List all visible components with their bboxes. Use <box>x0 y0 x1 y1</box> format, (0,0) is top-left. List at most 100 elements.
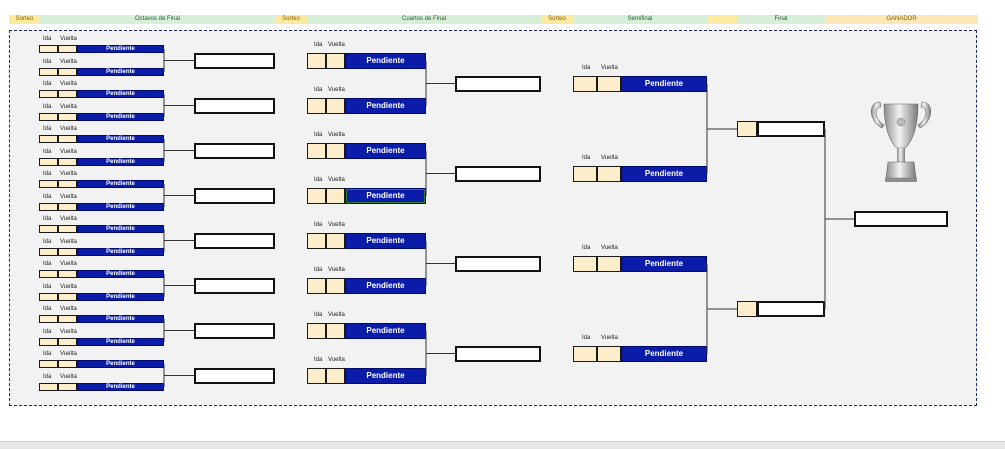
vuelta-score-cell[interactable] <box>58 90 77 98</box>
header-final[interactable]: Final <box>737 15 825 24</box>
vuelta-score-cell[interactable] <box>58 315 77 323</box>
octavos-winner-box[interactable] <box>194 97 275 114</box>
vuelta-score-cell[interactable] <box>58 113 77 121</box>
ida-label: Ida <box>582 155 591 161</box>
team-slot-pending[interactable]: Pendiente <box>345 143 426 159</box>
vuelta-score-cell[interactable] <box>58 248 77 256</box>
header-octavos[interactable]: Octavos de Final <box>40 15 275 24</box>
final-team-box[interactable] <box>757 121 825 137</box>
ida-score-cell[interactable] <box>39 203 58 211</box>
ida-score-cell[interactable] <box>307 323 326 339</box>
ida-score-cell[interactable] <box>307 278 326 294</box>
vuelta-score-cell[interactable] <box>326 233 345 249</box>
ida-score-cell[interactable] <box>307 233 326 249</box>
vuelta-score-cell[interactable] <box>326 323 345 339</box>
ida-score-cell[interactable] <box>573 76 597 92</box>
header-cuartos[interactable]: Cuartos de Final <box>307 15 541 24</box>
team-slot-pending[interactable]: Pendiente <box>345 323 426 339</box>
vuelta-score-cell[interactable] <box>597 256 621 272</box>
vuelta-score-cell[interactable] <box>58 45 77 53</box>
vuelta-score-cell[interactable] <box>58 293 77 301</box>
vuelta-score-cell[interactable] <box>326 98 345 114</box>
header-sorteo-2[interactable]: Sorteo <box>275 15 307 24</box>
team-slot-pending[interactable]: Pendiente <box>345 98 426 114</box>
ida-score-cell[interactable] <box>39 90 58 98</box>
header-blank[interactable] <box>707 15 737 24</box>
vuelta-score-cell[interactable] <box>58 135 77 143</box>
octavos-winner-box[interactable] <box>194 52 275 69</box>
vuelta-score-cell[interactable] <box>58 158 77 166</box>
ida-score-cell[interactable] <box>573 166 597 182</box>
ida-score-cell[interactable] <box>307 188 326 204</box>
vuelta-label: Vuelta <box>60 261 77 267</box>
ida-label: Ida <box>43 306 52 312</box>
ida-score-cell[interactable] <box>39 270 58 278</box>
team-slot-pending[interactable]: Pendiente <box>345 278 426 294</box>
team-slot-pending[interactable]: Pendiente <box>345 368 426 384</box>
ida-score-cell[interactable] <box>39 383 58 391</box>
vuelta-score-cell[interactable] <box>58 270 77 278</box>
vuelta-score-cell[interactable] <box>326 278 345 294</box>
ida-label: Ida <box>43 374 52 380</box>
octavos-winner-box[interactable] <box>194 232 275 249</box>
vuelta-score-cell[interactable] <box>58 225 77 233</box>
octavos-winner-box[interactable] <box>194 367 275 384</box>
ida-label: Ida <box>43 261 52 267</box>
ida-score-cell[interactable] <box>39 158 58 166</box>
ida-score-cell[interactable] <box>39 360 58 368</box>
vuelta-label: Vuelta <box>60 36 77 42</box>
octavos-winner-box[interactable] <box>194 187 275 204</box>
ida-score-cell[interactable] <box>39 68 58 76</box>
horizontal-scrollbar[interactable] <box>0 441 1005 449</box>
vuelta-score-cell[interactable] <box>597 346 621 362</box>
cuartos-winner-box[interactable] <box>455 345 541 362</box>
ida-score-cell[interactable] <box>573 346 597 362</box>
ida-score-cell[interactable] <box>307 368 326 384</box>
ida-score-cell[interactable] <box>573 256 597 272</box>
team-slot-pending[interactable]: Pendiente <box>621 76 707 92</box>
vuelta-score-cell[interactable] <box>58 203 77 211</box>
final-score-cell[interactable] <box>737 121 757 137</box>
ida-score-cell[interactable] <box>307 53 326 69</box>
ida-label: Ida <box>314 267 323 273</box>
champion-box[interactable] <box>854 211 948 227</box>
vuelta-score-cell[interactable] <box>597 76 621 92</box>
ida-score-cell[interactable] <box>39 45 58 53</box>
cuartos-winner-box[interactable] <box>455 255 541 272</box>
vuelta-score-cell[interactable] <box>58 180 77 188</box>
final-score-cell[interactable] <box>737 301 757 317</box>
vuelta-score-cell[interactable] <box>58 360 77 368</box>
vuelta-score-cell[interactable] <box>58 68 77 76</box>
ida-label: Ida <box>43 239 52 245</box>
ida-score-cell[interactable] <box>39 315 58 323</box>
vuelta-score-cell[interactable] <box>58 383 77 391</box>
ida-score-cell[interactable] <box>39 225 58 233</box>
octavos-winner-box[interactable] <box>194 277 275 294</box>
vuelta-label: Vuelta <box>60 216 77 222</box>
ida-score-cell[interactable] <box>307 98 326 114</box>
vuelta-score-cell[interactable] <box>597 166 621 182</box>
vuelta-score-cell[interactable] <box>326 368 345 384</box>
ida-label: Ida <box>43 59 52 65</box>
vuelta-score-cell[interactable] <box>326 188 345 204</box>
ida-score-cell[interactable] <box>307 143 326 159</box>
header-ganador[interactable]: GANADOR <box>825 15 978 24</box>
ida-score-cell[interactable] <box>39 135 58 143</box>
vuelta-score-cell[interactable] <box>326 53 345 69</box>
cuartos-winner-box[interactable] <box>455 165 541 182</box>
vuelta-score-cell[interactable] <box>326 143 345 159</box>
vuelta-score-cell[interactable] <box>58 338 77 346</box>
header-sorteo-1[interactable]: Sorteo <box>9 15 40 24</box>
team-slot-pending[interactable]: Pendiente <box>345 53 426 69</box>
header-sorteo-3[interactable]: Sorteo <box>541 15 573 24</box>
cuartos-winner-box[interactable] <box>455 75 541 92</box>
ida-score-cell[interactable] <box>39 180 58 188</box>
header-semifinal[interactable]: Semifinal <box>573 15 707 24</box>
ida-score-cell[interactable] <box>39 338 58 346</box>
ida-score-cell[interactable] <box>39 248 58 256</box>
octavos-winner-box[interactable] <box>194 322 275 339</box>
octavos-winner-box[interactable] <box>194 142 275 159</box>
final-team-box[interactable] <box>757 301 825 317</box>
ida-score-cell[interactable] <box>39 293 58 301</box>
ida-score-cell[interactable] <box>39 113 58 121</box>
